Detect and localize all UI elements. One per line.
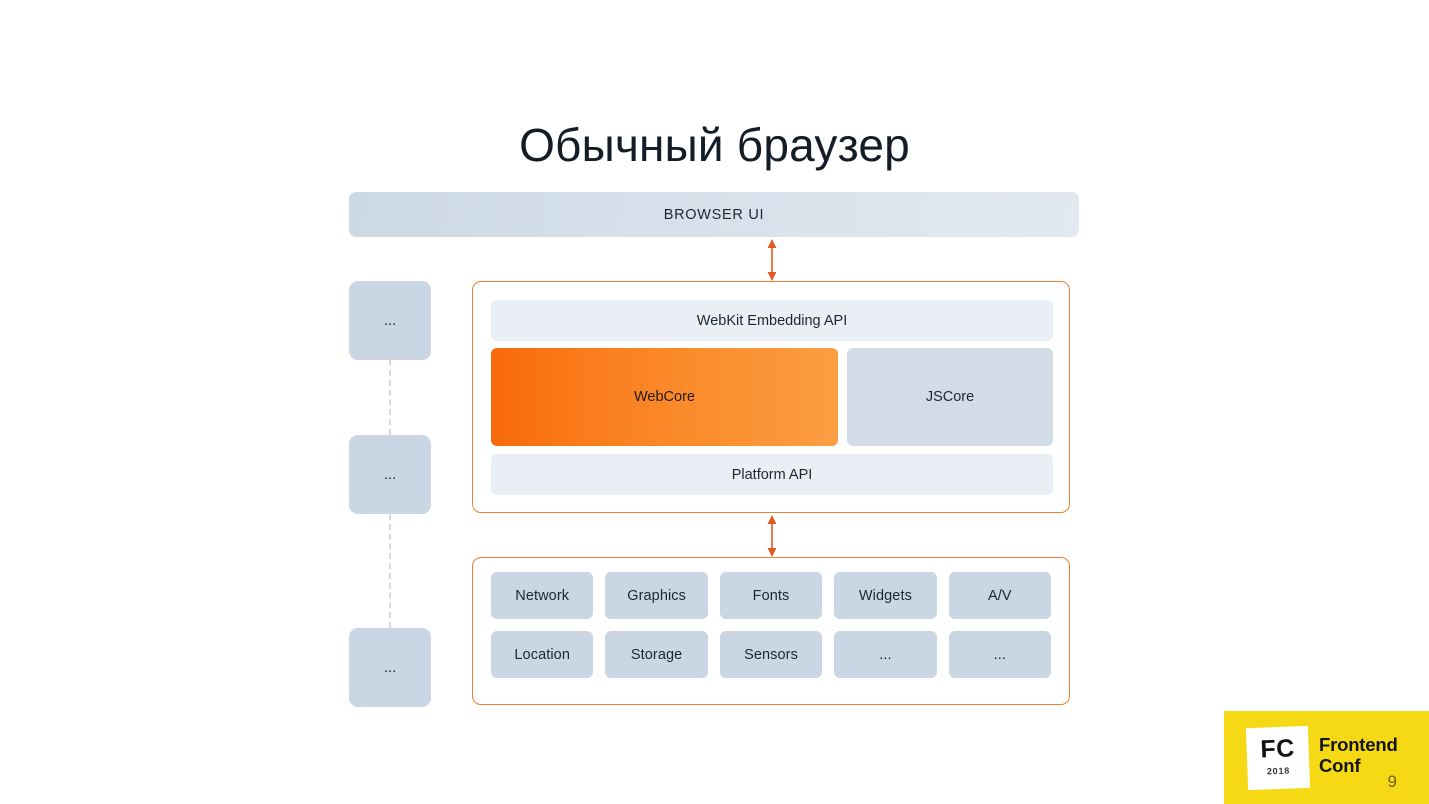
conference-name: Frontend Conf [1319, 734, 1398, 776]
jscore-panel: JSCore [847, 348, 1053, 446]
fc-initials: FC [1259, 734, 1296, 764]
double-arrow-browser-to-webkit-icon [761, 239, 783, 281]
fc-year: 2018 [1266, 765, 1291, 777]
side-node-label: ... [383, 466, 397, 483]
platform-tile-label: Storage [630, 646, 683, 663]
core-row: WebCore JSCore [491, 348, 1053, 446]
platform-services-container: Network Graphics Fonts Widgets A/V Locat… [472, 557, 1070, 705]
fc-logo-mark-icon: FC 2018 [1245, 725, 1311, 791]
platform-tile-row: Network Graphics Fonts Widgets A/V [491, 572, 1052, 619]
platform-tile-storage: Storage [605, 631, 708, 678]
conference-logo: FC 2018 Frontend Conf 9 [1224, 711, 1429, 804]
double-arrow-webkit-to-platform-icon [761, 515, 783, 557]
platform-tile-widgets: Widgets [834, 572, 937, 619]
platform-tile-sensors: Sensors [719, 631, 823, 678]
side-node-top: ... [349, 281, 431, 360]
platform-tile-label: A/V [987, 587, 1012, 604]
webkit-container: WebKit Embedding API WebCore JSCore Plat… [472, 281, 1070, 513]
platform-tile-label: Fonts [752, 587, 790, 604]
platform-tile-label: Sensors [744, 646, 798, 663]
side-node-label: ... [383, 312, 397, 329]
side-node-bottom: ... [349, 628, 431, 707]
platform-tile-fonts: Fonts [719, 572, 823, 619]
platform-tile-label: Network [515, 587, 570, 604]
side-node-middle: ... [349, 435, 431, 514]
page-number: 9 [1387, 772, 1397, 791]
platform-tile-location: Location [491, 631, 594, 678]
webcore-panel: WebCore [491, 348, 838, 446]
platform-api-panel: Platform API [491, 454, 1053, 495]
webkit-embedding-api-panel: WebKit Embedding API [491, 300, 1053, 341]
platform-api-label: Platform API [731, 466, 813, 483]
platform-tile-label: ... [879, 646, 892, 663]
conference-name-line2: Conf [1319, 754, 1361, 776]
webcore-label: WebCore [634, 389, 695, 405]
platform-tile-more-2: ... [948, 631, 1052, 678]
browser-ui-bar: BROWSER UI [349, 192, 1079, 237]
side-node-label: ... [383, 659, 397, 676]
platform-tile-label: ... [993, 646, 1007, 663]
page-title: Обычный браузер [519, 119, 910, 171]
conference-name-line1: Frontend [1319, 734, 1398, 755]
platform-tile-row: Location Storage Sensors ... ... [491, 631, 1052, 678]
platform-tile-label: Widgets [858, 587, 912, 604]
platform-tile-more-1: ... [834, 631, 937, 678]
platform-tile-av: A/V [948, 572, 1052, 619]
platform-tile-network: Network [491, 572, 594, 619]
platform-tile-label: Location [514, 646, 571, 663]
platform-tile-label: Graphics [627, 587, 687, 604]
side-connector-dashed-line [389, 514, 391, 628]
side-node-column: ... ... ... [349, 281, 431, 707]
browser-ui-label: BROWSER UI [663, 206, 765, 223]
side-connector-dashed-line [389, 360, 391, 435]
platform-tile-graphics: Graphics [605, 572, 708, 619]
webkit-embedding-api-label: WebKit Embedding API [696, 312, 848, 329]
jscore-label: JSCore [925, 389, 975, 405]
